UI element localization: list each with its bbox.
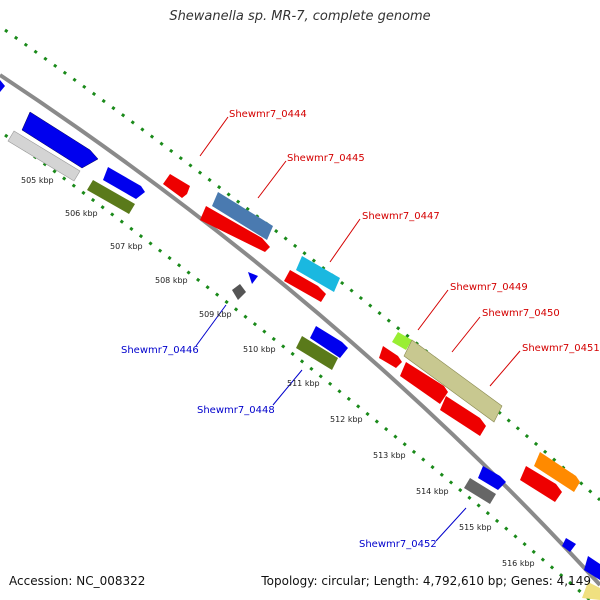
leader-line [435, 507, 467, 542]
gene-arrow[interactable] [562, 538, 576, 552]
gene-label[interactable]: Shewmr7_0448 [197, 405, 275, 416]
gene-arrow[interactable] [212, 192, 273, 240]
leader-line [195, 304, 227, 347]
genome-title: Shewanella sp. MR-7, complete genome [169, 9, 431, 24]
gene-arrow[interactable] [200, 206, 270, 252]
gene-arrow[interactable] [163, 174, 190, 198]
tick-label: 508 kbp [155, 276, 188, 285]
tick-label: 512 kbp [330, 415, 363, 424]
accession-label: Accession: NC_008322 [9, 574, 146, 588]
gene-arrow[interactable] [582, 582, 600, 600]
leader-line [272, 369, 303, 406]
gene-label[interactable]: Shewmr7_0449 [450, 282, 528, 293]
gene-arrow[interactable] [400, 362, 448, 404]
gene-arrow[interactable] [534, 452, 580, 492]
inner-dotted-track [4, 133, 591, 600]
gene-label[interactable]: Shewmr7_0447 [362, 211, 440, 222]
tick-label: 515 kbp [459, 523, 492, 532]
leader-line [451, 316, 481, 353]
genome-backbone [0, 73, 600, 587]
tick-label: 513 kbp [373, 451, 406, 460]
gene-arrow[interactable] [296, 336, 338, 370]
gene-arrow[interactable] [403, 339, 503, 423]
gene-label[interactable]: Shewmr7_0450 [482, 308, 560, 319]
tick-label: 511 kbp [287, 379, 320, 388]
gene-arrow[interactable] [478, 466, 506, 490]
gene-arrow[interactable] [520, 466, 562, 502]
gene-arrow[interactable] [284, 270, 326, 302]
gene-labels: Shewmr7_0444 Shewmr7_0445 Shewmr7_0447 S… [121, 109, 600, 550]
gene-arrow[interactable] [392, 332, 412, 350]
tick-label: 514 kbp [416, 487, 449, 496]
gene-label[interactable]: Shewmr7_0446 [121, 345, 199, 356]
gene-arrow[interactable] [379, 346, 402, 368]
gene-arrow[interactable] [584, 556, 600, 580]
gene-arrow[interactable] [310, 326, 348, 358]
gene-arrow[interactable] [232, 284, 246, 300]
leader-line [417, 289, 449, 331]
gene-label[interactable]: Shewmr7_0444 [229, 109, 307, 120]
feature-arrows [0, 80, 600, 600]
gene-arrow[interactable] [296, 256, 340, 292]
tick-label: 506 kbp [65, 209, 98, 218]
leader-line [199, 116, 229, 157]
gene-arrow[interactable] [87, 180, 135, 214]
tick-label: 507 kbp [110, 242, 143, 251]
gene-arrow[interactable] [248, 272, 258, 284]
gene-arrow[interactable] [7, 130, 81, 182]
topology-label: Topology: circular; Length: 4,792,610 bp… [261, 574, 591, 588]
leader-line [329, 218, 361, 263]
leader-lines [195, 116, 521, 542]
tick-label: 510 kbp [243, 345, 276, 354]
gene-arrow[interactable] [464, 478, 496, 504]
gene-label[interactable]: Shewmr7_0451 [522, 343, 600, 354]
leader-line [489, 350, 521, 387]
gene-arrow[interactable] [440, 396, 486, 436]
leader-line [257, 160, 287, 199]
tick-label: 505 kbp [21, 176, 54, 185]
gene-arrow[interactable] [21, 111, 99, 169]
tick-label: 509 kbp [199, 310, 232, 319]
gene-arrow[interactable] [103, 167, 145, 199]
gene-label[interactable]: Shewmr7_0445 [287, 153, 365, 164]
gene-arrow[interactable] [0, 80, 5, 92]
tick-label: 516 kbp [502, 559, 535, 568]
kbp-ticks: 505 kbp 506 kbp 507 kbp 508 kbp 509 kbp … [21, 176, 535, 568]
gene-label[interactable]: Shewmr7_0452 [359, 539, 437, 550]
